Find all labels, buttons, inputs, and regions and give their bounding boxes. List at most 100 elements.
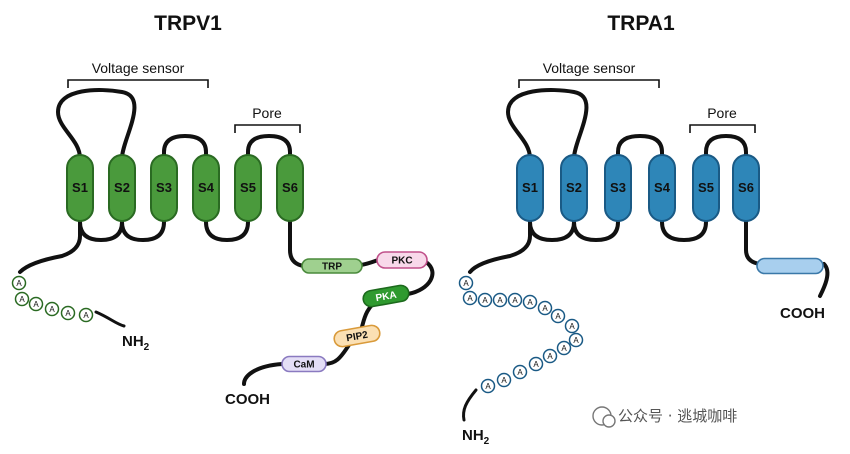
- trpv1-helix-label: S5: [240, 180, 256, 195]
- trpa1-helix-s2: S2: [560, 154, 588, 222]
- trpa1-voltage-bracket: [518, 79, 660, 88]
- svg-text:A: A: [19, 295, 25, 304]
- trpa1-helix-label: S6: [738, 180, 754, 195]
- svg-text:A: A: [512, 296, 518, 305]
- trpa1-c-tail: [818, 262, 830, 298]
- trpa1-pore-bracket: [689, 124, 756, 133]
- trpv1-helix-label: S4: [198, 180, 215, 195]
- trpa1-residue-bead: A: [462, 290, 478, 306]
- trpv1-helix-label: S6: [282, 180, 298, 195]
- trpa1-c-terminus: COOH: [780, 305, 825, 322]
- trpv1-domain-trp: TRP: [301, 258, 363, 274]
- watermark: 公众号 · 逃城咖啡: [592, 406, 737, 428]
- svg-text:A: A: [497, 296, 503, 305]
- watermark-text: 公众号 · 逃城咖啡: [618, 407, 737, 425]
- svg-text:A: A: [485, 382, 491, 391]
- trpv1-helix-label: S1: [72, 180, 88, 195]
- trpa1-voltage-label: Voltage sensor: [543, 60, 636, 76]
- trpv1-topology: Voltage sensor Pore S1 S2 S3 S4 S5 S6 TRP PKC P…: [11, 60, 435, 408]
- trpv1-residue-bead: A: [28, 296, 44, 312]
- trpa1-residue-bead: A: [568, 332, 584, 348]
- trpa1-n-terminus: NH2: [462, 427, 490, 447]
- svg-text:A: A: [569, 322, 575, 331]
- svg-text:A: A: [33, 300, 39, 309]
- trpv1-pore-bracket: [234, 124, 301, 133]
- trpv1-domain-label: PKA: [375, 290, 398, 305]
- trpv1-c-tail: [242, 258, 435, 386]
- trpv1-helix-label: S2: [114, 180, 130, 195]
- trpa1-backbone: [468, 88, 762, 274]
- trpa1-helix-label: S2: [566, 180, 582, 195]
- trpa1-residue-bead: A: [556, 340, 572, 356]
- trpa1-residue-bead: A: [507, 292, 523, 308]
- trpa1-residue-bead: A: [564, 318, 580, 334]
- svg-text:A: A: [16, 279, 22, 288]
- trpv1-helix-s5: S5: [234, 154, 262, 222]
- trpv1-domain-pka: PKA: [362, 284, 410, 308]
- trpv1-domain-pkc: PKC: [376, 251, 428, 269]
- trpv1-title: TRPV1: [154, 12, 222, 35]
- trpa1-residue-bead: A: [528, 356, 544, 372]
- svg-text:A: A: [49, 305, 55, 314]
- trpv1-helix-s1: S1: [66, 154, 94, 222]
- trpa1-residue-bead: A: [492, 292, 508, 308]
- trpa1-helix-label: S3: [610, 180, 626, 195]
- trpv1-domain-cam: CaM: [281, 355, 327, 373]
- trpv1-residue-bead: A: [60, 305, 76, 321]
- trpv1-domain-pip2: PIP2: [333, 324, 381, 348]
- trpa1-residue-bead: A: [496, 372, 512, 388]
- svg-text:A: A: [83, 311, 89, 320]
- trpv1-pore-label: Pore: [252, 105, 282, 121]
- trpa1-pore-label: Pore: [707, 105, 737, 121]
- trpv1-residue-bead: A: [44, 301, 60, 317]
- svg-text:A: A: [555, 312, 561, 321]
- svg-text:A: A: [467, 294, 473, 303]
- svg-text:A: A: [533, 360, 539, 369]
- trpv1-n-tail: [94, 310, 126, 328]
- trpa1-helix-label: S4: [654, 180, 671, 195]
- trpa1-residue-bead: A: [550, 308, 566, 324]
- svg-text:A: A: [547, 352, 553, 361]
- svg-text:A: A: [561, 344, 567, 353]
- trpa1-residue-bead: A: [537, 300, 553, 316]
- trpv1-residue-bead: A: [11, 275, 27, 291]
- trpv1-domain-label: PKC: [391, 256, 412, 267]
- trpa1-helix-s5: S5: [692, 154, 720, 222]
- trpa1-residue-bead: A: [477, 292, 493, 308]
- trpv1-backbone: [18, 88, 306, 274]
- trpa1-residue-bead: A: [480, 378, 496, 394]
- trpv1-helix-label: S3: [156, 180, 172, 195]
- trpv1-domain-label: PIP2: [346, 330, 370, 345]
- trpv1-residue-bead: A: [78, 307, 94, 323]
- trpa1-residue-bead: A: [542, 348, 558, 364]
- svg-text:A: A: [527, 298, 533, 307]
- trpv1-helix-s2: S2: [108, 154, 136, 222]
- trpv1-residue-bead: A: [14, 291, 30, 307]
- trpa1-helix-s6: S6: [732, 154, 760, 222]
- svg-text:A: A: [501, 376, 507, 385]
- svg-text:A: A: [482, 296, 488, 305]
- trpa1-residue-bead: A: [458, 275, 474, 291]
- svg-text:A: A: [517, 368, 523, 377]
- svg-text:A: A: [463, 279, 469, 288]
- trpv1-voltage-bracket: [67, 79, 209, 88]
- svg-text:A: A: [573, 336, 579, 345]
- trpa1-helix-s4: S4: [648, 154, 676, 222]
- trpa1-title: TRPA1: [607, 12, 675, 35]
- trpa1-residue-bead: A: [512, 364, 528, 380]
- svg-text:A: A: [542, 304, 548, 313]
- trpv1-domain-label: TRP: [322, 262, 342, 273]
- trpv1-helix-s3: S3: [150, 154, 178, 222]
- trpa1-n-tail: [462, 388, 478, 422]
- trpv1-helix-s6: S6: [276, 154, 304, 222]
- trpa1-residue-bead: A: [522, 294, 538, 310]
- trpa1-helix-label: S5: [698, 180, 714, 195]
- trpv1-domain-label: CaM: [293, 360, 314, 371]
- trpa1-domain-cterm: [756, 257, 824, 275]
- trpa1-helix-label: S1: [522, 180, 538, 195]
- trpv1-helix-s4: S4: [192, 154, 220, 222]
- trpv1-voltage-label: Voltage sensor: [92, 60, 185, 76]
- trpa1-helix-s1: S1: [516, 154, 544, 222]
